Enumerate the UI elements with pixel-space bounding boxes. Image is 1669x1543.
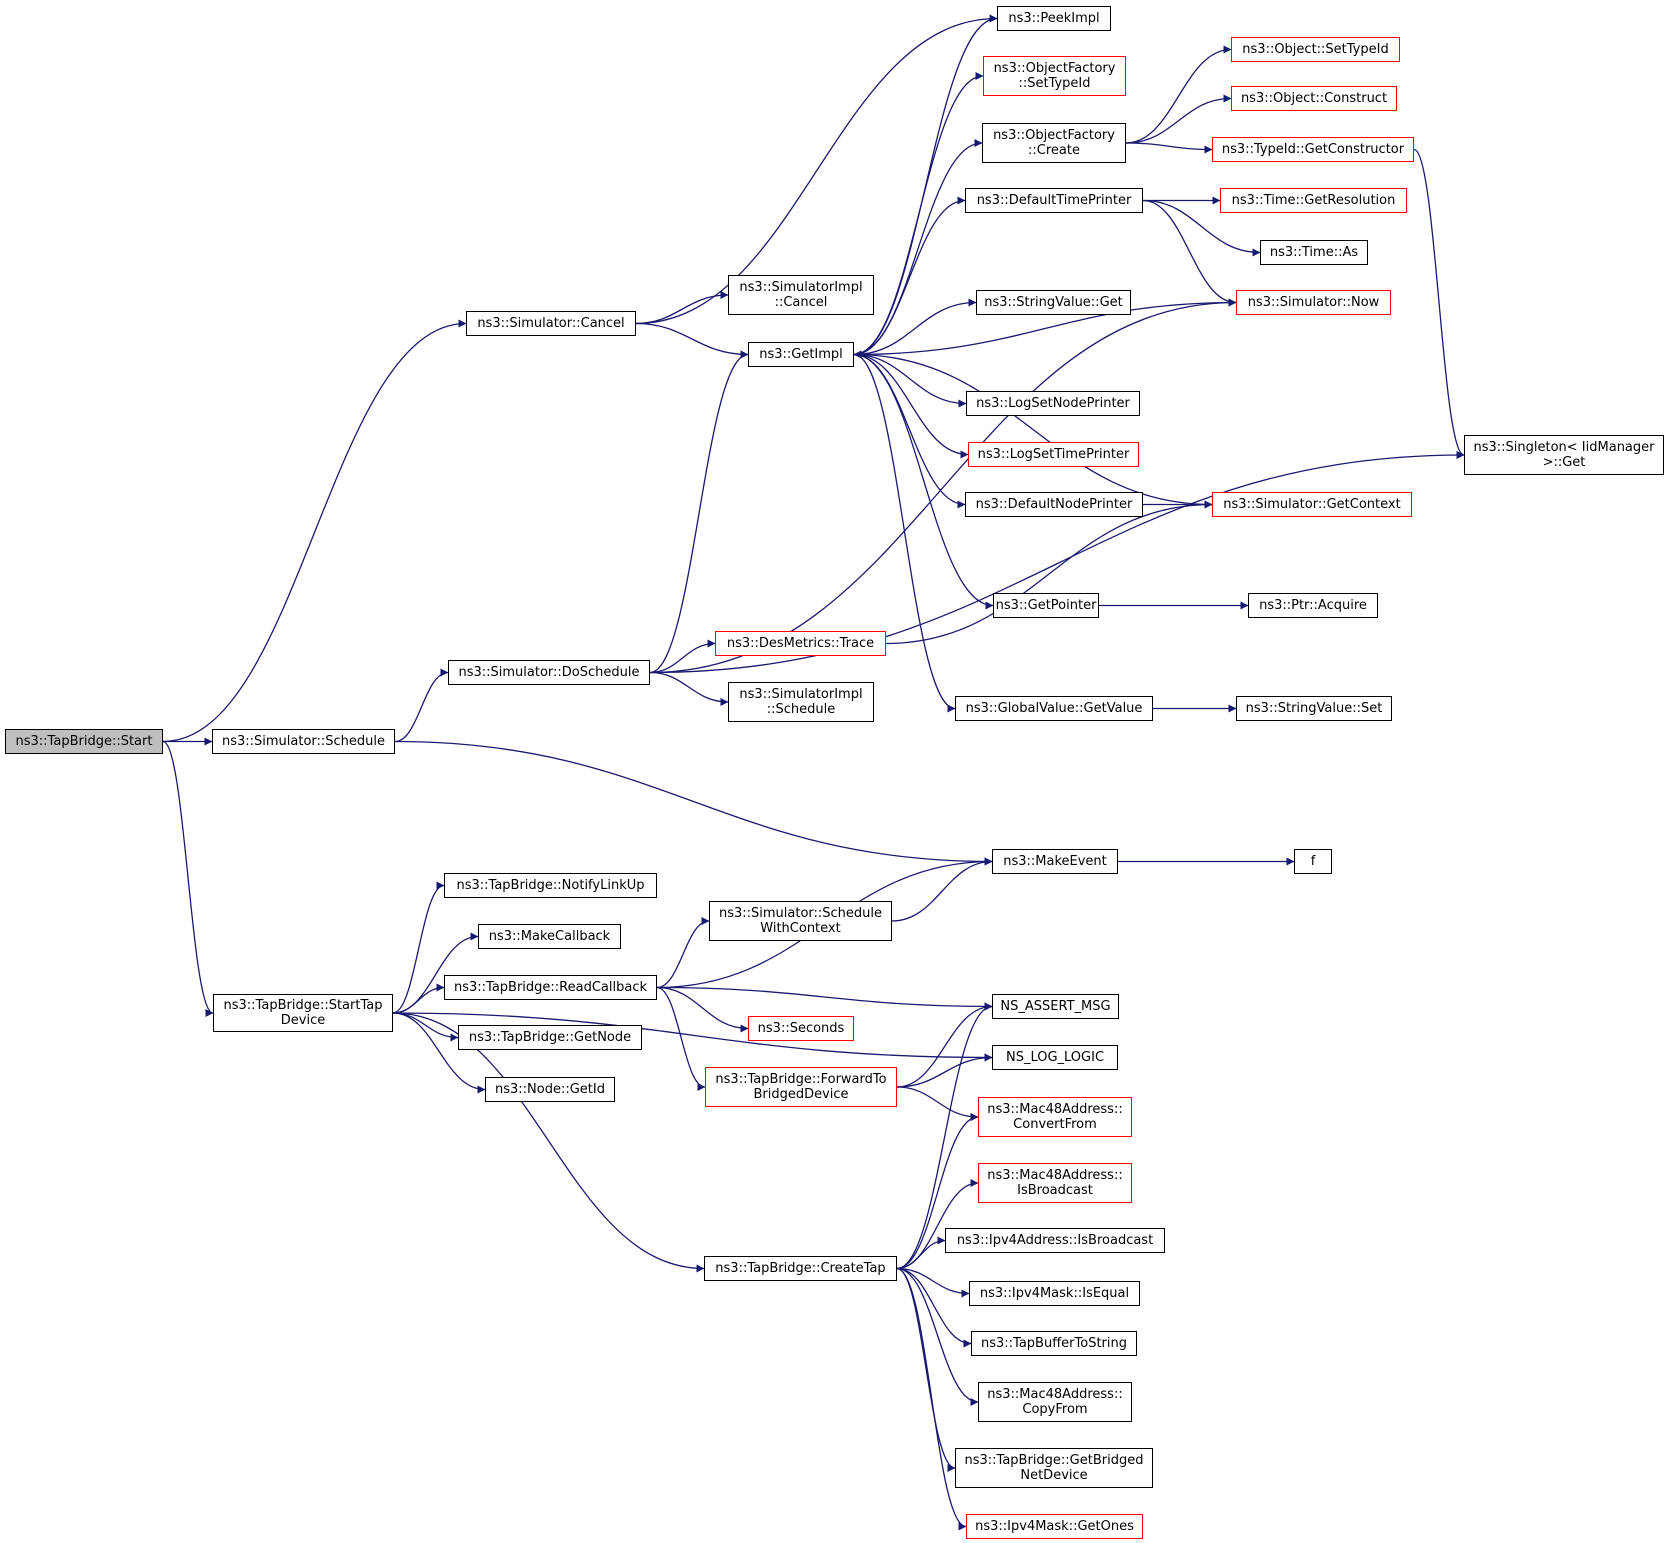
node-of-settypeid[interactable]: ns3::ObjectFactory ::SetTypeId (983, 56, 1126, 96)
node-time-getres[interactable]: ns3::Time::GetResolution (1220, 188, 1407, 213)
edge-forwardto-to-ns-log-logic (896, 1053, 993, 1088)
node-forwardto[interactable]: ns3::TapBridge::ForwardTo BridgedDevice (705, 1067, 897, 1107)
edge-getimpl-to-of-settypeid (853, 72, 984, 356)
node-sim-schedule[interactable]: ns3::Simulator::Schedule (212, 729, 395, 754)
edge-createtap-to-ipv4-isbroadcast (896, 1236, 946, 1270)
edge-starttap-to-ns-log-logic (392, 1012, 993, 1062)
edge-of-create-to-typeid-getctor (1125, 142, 1213, 154)
node-makeevent[interactable]: ns3::MakeEvent (992, 849, 1118, 874)
node-makecallback[interactable]: ns3::MakeCallback (478, 924, 621, 949)
edge-start-to-starttap (162, 740, 214, 1017)
edge-sim-doschedule-to-simimpl-schedule (649, 671, 729, 706)
node-sim-doschedule[interactable]: ns3::Simulator::DoSchedule (448, 660, 650, 685)
edge-createtap-to-ipv4mask-isequal (896, 1267, 970, 1298)
edge-getimpl-to-getpointer (853, 353, 994, 610)
node-typeid-getctor[interactable]: ns3::TypeId::GetConstructor (1212, 137, 1414, 162)
edge-getimpl-to-stringvalue-get (853, 298, 977, 356)
node-getnode[interactable]: ns3::TapBridge::GetNode (458, 1025, 642, 1050)
edge-sim-doschedule-to-desmetrics-trace (649, 639, 716, 674)
edge-defaulttimeprinter-to-time-as (1142, 199, 1261, 257)
node-sim-cancel[interactable]: ns3::Simulator::Cancel (466, 311, 636, 336)
node-stringvalue-get[interactable]: ns3::StringValue::Get (976, 290, 1131, 315)
node-seconds[interactable]: ns3::Seconds (748, 1016, 854, 1041)
edge-starttap-to-createtap (392, 1012, 705, 1273)
node-time-as[interactable]: ns3::Time::As (1260, 240, 1368, 265)
node-starttap[interactable]: ns3::TapBridge::StartTap Device (213, 994, 393, 1032)
node-sim-getcontext[interactable]: ns3::Simulator::GetContext (1212, 492, 1412, 517)
edge-desmetrics-trace-to-sim-getcontext (885, 500, 1213, 645)
node-sim-now[interactable]: ns3::Simulator::Now (1236, 290, 1391, 315)
node-node-getid[interactable]: ns3::Node::GetId (485, 1077, 615, 1102)
edge-createtap-to-mac-convertfrom (896, 1113, 979, 1270)
node-gv-getvalue[interactable]: ns3::GlobalValue::GetValue (955, 696, 1153, 721)
node-logsetnodeprinter[interactable]: ns3::LogSetNodePrinter (966, 391, 1140, 416)
node-getpointer[interactable]: ns3::GetPointer (993, 593, 1099, 618)
node-start: ns3::TapBridge::Start (5, 729, 163, 754)
node-mac-convertfrom[interactable]: ns3::Mac48Address:: ConvertFrom (978, 1097, 1132, 1137)
edge-starttap-to-readcallback (392, 983, 445, 1014)
edge-createtap-to-ipv4mask-getones (896, 1267, 967, 1531)
node-notifylinkup[interactable]: ns3::TapBridge::NotifyLinkUp (444, 873, 657, 898)
edge-sim-schedwithctx-to-makeevent (891, 857, 993, 922)
edge-typeid-getctor-to-singleton-get (1413, 148, 1465, 459)
node-defaulttimeprinter[interactable]: ns3::DefaultTimePrinter (965, 188, 1143, 213)
edge-sim-cancel-to-peekimpl (635, 14, 998, 325)
node-ipv4mask-isequal[interactable]: ns3::Ipv4Mask::IsEqual (969, 1281, 1140, 1306)
node-mac-copyfrom[interactable]: ns3::Mac48Address:: CopyFrom (978, 1382, 1132, 1422)
node-tapbuffertostring[interactable]: ns3::TapBufferToString (971, 1331, 1137, 1356)
node-f[interactable]: f (1294, 849, 1332, 874)
edge-readcallback-to-forwardto (656, 986, 706, 1091)
edge-sim-schedule-to-sim-doschedule (394, 668, 449, 743)
edge-createtap-to-ns-assert-msg (896, 1002, 993, 1270)
edge-sim-getcontext-to-getimpl (853, 350, 1213, 506)
edge-starttap-to-notifylinkup (392, 881, 445, 1014)
node-obj-settypeid[interactable]: ns3::Object::SetTypeId (1231, 37, 1400, 62)
edge-forwardto-to-mac-convertfrom (896, 1086, 979, 1121)
node-simimpl-schedule[interactable]: ns3::SimulatorImpl ::Schedule (728, 682, 874, 722)
edge-readcallback-to-ns-assert-msg (656, 986, 993, 1011)
edge-sim-now-to-getimpl (853, 301, 1237, 359)
edge-sim-doschedule-to-getimpl (649, 350, 749, 674)
node-peekimpl[interactable]: ns3::PeekImpl (997, 6, 1111, 31)
edge-readcallback-to-sim-schedwithctx (656, 917, 710, 989)
edge-of-create-to-obj-construct (1125, 94, 1232, 144)
node-defaultnodeprinter[interactable]: ns3::DefaultNodePrinter (965, 492, 1143, 517)
edge-starttap-to-node-getid (392, 1012, 486, 1094)
node-getimpl[interactable]: ns3::GetImpl (748, 342, 854, 367)
node-mac-isbroadcast[interactable]: ns3::Mac48Address:: IsBroadcast (978, 1163, 1132, 1203)
edge-of-create-to-obj-settypeid (1125, 45, 1232, 144)
node-ipv4-isbroadcast[interactable]: ns3::Ipv4Address::IsBroadcast (945, 1228, 1165, 1253)
node-of-create[interactable]: ns3::ObjectFactory ::Create (982, 123, 1126, 163)
edge-createtap-to-tapbuffertostring (896, 1267, 972, 1348)
edge-forwardto-to-ns-assert-msg (896, 1002, 993, 1088)
node-ptr-acquire[interactable]: ns3::Ptr::Acquire (1248, 593, 1378, 618)
edge-getimpl-to-logsetnodeprinter (853, 353, 967, 408)
edge-defaulttimeprinter-to-sim-now (1142, 199, 1237, 307)
node-readcallback[interactable]: ns3::TapBridge::ReadCallback (444, 975, 657, 1000)
node-getbridgednetdevice[interactable]: ns3::TapBridge::GetBridged NetDevice (955, 1448, 1153, 1488)
node-singleton-get[interactable]: ns3::Singleton< IidManager >::Get (1464, 435, 1664, 475)
node-stringvalue-set[interactable]: ns3::StringValue::Set (1236, 696, 1392, 721)
node-desmetrics-trace[interactable]: ns3::DesMetrics::Trace (715, 631, 886, 656)
node-createtap[interactable]: ns3::TapBridge::CreateTap (704, 1256, 897, 1281)
edge-getimpl-to-defaulttimeprinter (853, 196, 966, 356)
edge-sim-cancel-to-getimpl (635, 322, 749, 359)
node-obj-construct[interactable]: ns3::Object::Construct (1231, 86, 1397, 111)
node-ns-log-logic[interactable]: NS_LOG_LOGIC (992, 1045, 1118, 1070)
edge-readcallback-to-seconds (656, 986, 749, 1033)
edge-getimpl-to-logsettimeprinter (853, 353, 969, 459)
node-simimpl-cancel[interactable]: ns3::SimulatorImpl ::Cancel (728, 275, 874, 315)
node-logsettimeprinter[interactable]: ns3::LogSetTimePrinter (968, 442, 1139, 467)
edge-sim-doschedule-to-singleton-get (649, 451, 1465, 674)
edge-sim-cancel-to-simimpl-cancel (635, 291, 729, 325)
node-ipv4mask-getones[interactable]: ns3::Ipv4Mask::GetOnes (966, 1514, 1143, 1539)
edge-start-to-sim-cancel (162, 319, 467, 743)
edge-createtap-to-mac-copyfrom (896, 1267, 979, 1406)
edge-sim-schedule-to-makeevent (394, 740, 993, 866)
node-ns-assert-msg[interactable]: NS_ASSERT_MSG (992, 994, 1119, 1019)
node-sim-schedwithctx[interactable]: ns3::Simulator::Schedule WithContext (709, 901, 892, 941)
